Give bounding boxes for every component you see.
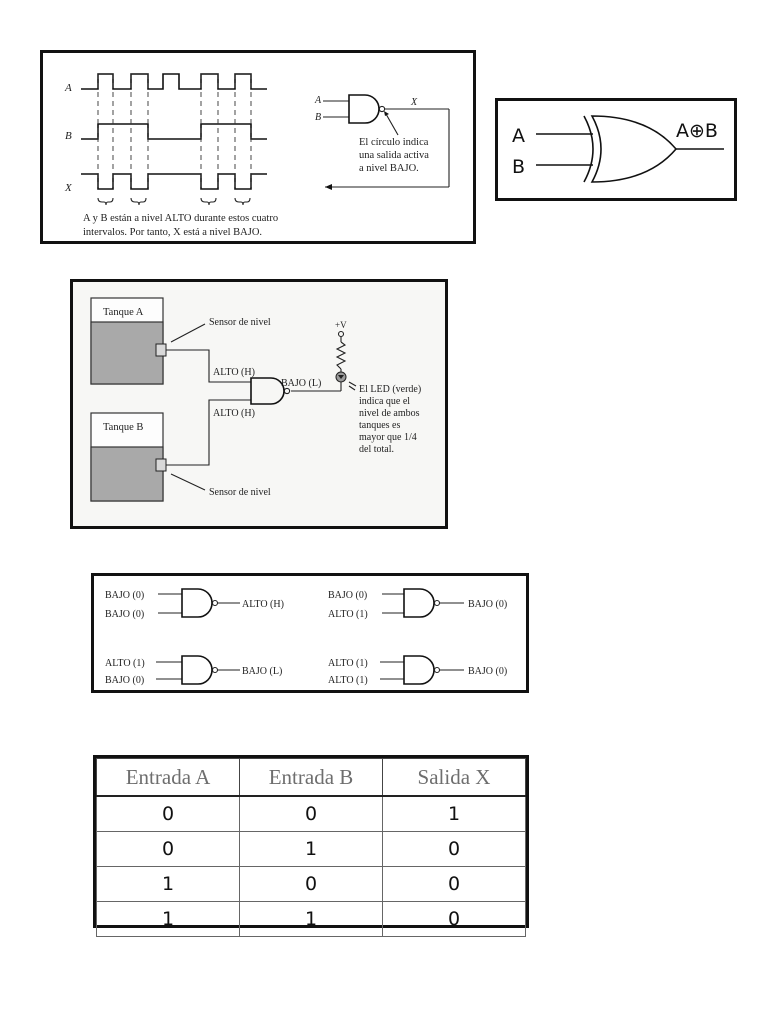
- signal-b-label: B: [65, 130, 72, 142]
- led-note-line-2: indica que el: [359, 396, 410, 407]
- led-note-line-5: mayor que 1/4: [359, 432, 417, 443]
- header-entrada-a: Entrada A: [96, 758, 240, 797]
- nand-cases: BAJO (0) BAJO (0) ALTO (H) BAJO (0) ALTO…: [105, 588, 507, 686]
- tank-circuit: Tanque A Tanque B Sensor de nivel Sensor…: [73, 282, 445, 526]
- nand-case-1: [158, 588, 240, 618]
- resistor: [335, 341, 347, 370]
- waveform-x: [81, 173, 267, 190]
- tank-a: [90, 297, 167, 385]
- case-3-output: BAJO (L): [242, 666, 282, 677]
- xor-gate-body: [590, 115, 678, 183]
- timing-diagram-panel: A B X A y B están a nivel ALTO durante: [40, 50, 476, 244]
- case-1-input-2: BAJO (0): [105, 609, 144, 620]
- truth-table-panel: Entrada A Entrada B Salida X 0 0 1 0 1 0…: [93, 755, 529, 937]
- case-4-input-2: ALTO (1): [328, 675, 368, 686]
- table-row: 0 0 1: [96, 795, 526, 832]
- case-2-input-1: BAJO (0): [328, 590, 367, 601]
- cell-b: 1: [239, 831, 383, 867]
- interval-braces: [97, 197, 251, 206]
- table-row: 0 1 0: [96, 831, 526, 867]
- caption-line-1: A y B están a nivel ALTO durante estos c…: [83, 213, 278, 224]
- table-header-row: Entrada A Entrada B Salida X: [96, 758, 526, 797]
- nand-cases-panel: BAJO (0) BAJO (0) ALTO (H) BAJO (0) ALTO…: [91, 573, 529, 693]
- led-note-line-1: El LED (verde): [359, 384, 421, 395]
- sensor-label-bottom: Sensor de nivel: [209, 487, 271, 498]
- xor-input-b-label: B: [512, 156, 525, 178]
- nand-case-4: [380, 655, 464, 685]
- cell-b: 1: [239, 901, 383, 937]
- nand-case-2: [382, 588, 464, 618]
- cell-b: 0: [239, 795, 383, 832]
- cell-a: 0: [96, 795, 240, 832]
- alto-label-bottom: ALTO (H): [213, 408, 255, 419]
- bajo-label: BAJO (L): [281, 378, 321, 389]
- cell-a: 1: [96, 866, 240, 902]
- nand-gate: [323, 94, 450, 190]
- vcc-label: +V: [335, 320, 347, 330]
- signal-a-label: A: [64, 82, 72, 94]
- note-line-1: El círculo indica: [359, 137, 429, 148]
- sensor-label-top: Sensor de nivel: [209, 317, 271, 328]
- led-note-line-3: nivel de ambos: [359, 408, 420, 419]
- note-line-2: una salida activa: [359, 150, 429, 161]
- cell-a: 1: [96, 901, 240, 937]
- vcc-terminal: [337, 330, 345, 338]
- xor-input-curve: [583, 115, 594, 183]
- table-row: 1 0 0: [96, 866, 526, 902]
- tank-b: [90, 412, 167, 502]
- case-2-output: BAJO (0): [468, 599, 507, 610]
- cell-x: 0: [382, 866, 526, 902]
- tank-b-label: Tanque B: [103, 422, 143, 433]
- tank-a-label: Tanque A: [103, 307, 144, 318]
- case-4-input-1: ALTO (1): [328, 658, 368, 669]
- xor-gate-panel: A B A⊕B: [495, 98, 737, 201]
- xor-output-label: A⊕B: [676, 120, 718, 142]
- alto-label-top: ALTO (H): [213, 367, 255, 378]
- tank-nand-bubble: [283, 387, 291, 395]
- case-2-input-2: ALTO (1): [328, 609, 368, 620]
- case-3-input-2: BAJO (0): [105, 675, 144, 686]
- led-note-line-4: tanques es: [359, 420, 400, 431]
- cell-a: 0: [96, 831, 240, 867]
- cell-x: 0: [382, 901, 526, 937]
- led-note-line-6: del total.: [359, 444, 394, 455]
- interval-guides: [97, 74, 252, 189]
- header-salida-x: Salida X: [382, 758, 526, 797]
- gate-input-a-label: A: [314, 95, 322, 106]
- caption-line-2: intervalos. Por tanto, X está a nivel BA…: [83, 227, 262, 238]
- cell-b: 0: [239, 866, 383, 902]
- gate-output-label: X: [410, 97, 418, 108]
- timing-diagram: A B X A y B están a nivel ALTO durante: [64, 73, 450, 238]
- cell-x: 0: [382, 831, 526, 867]
- tank-nand-gate: [250, 377, 285, 405]
- gate-input-b-label: B: [315, 112, 321, 123]
- sensor-pointers: [170, 323, 206, 491]
- note-line-3: a nivel BAJO.: [359, 163, 419, 174]
- nand-case-3: [156, 655, 240, 685]
- table-row: 1 1 0: [96, 901, 526, 937]
- truth-table: Entrada A Entrada B Salida X 0 0 1 0 1 0…: [96, 758, 526, 937]
- signal-x-label: X: [64, 182, 73, 194]
- cell-x: 1: [382, 795, 526, 832]
- header-entrada-b: Entrada B: [239, 758, 383, 797]
- case-1-input-1: BAJO (0): [105, 590, 144, 601]
- xor-gate-diagram: A B A⊕B: [512, 115, 724, 183]
- case-4-output: BAJO (0): [468, 666, 507, 677]
- waveform-a: [81, 73, 267, 90]
- led-indicator: [335, 371, 357, 391]
- tank-level-panel: Tanque A Tanque B Sensor de nivel Sensor…: [70, 279, 448, 529]
- case-1-output: ALTO (H): [242, 599, 284, 610]
- xor-input-a-label: A: [512, 125, 525, 147]
- waveform-b: [81, 123, 267, 140]
- case-3-input-1: ALTO (1): [105, 658, 145, 669]
